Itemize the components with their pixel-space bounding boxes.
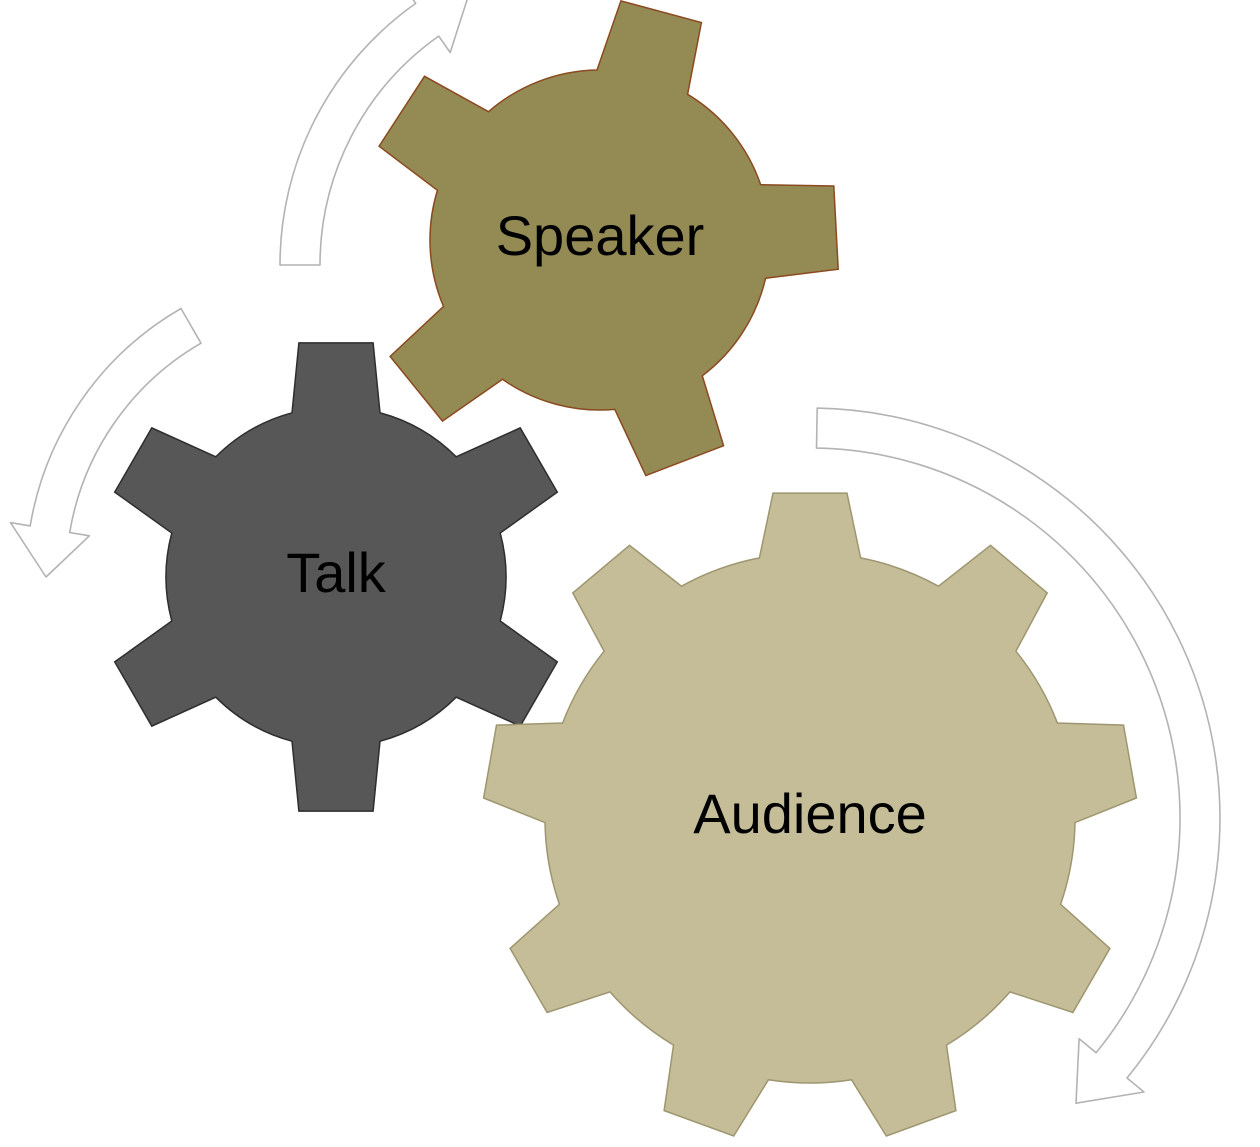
talk-label: Talk — [286, 541, 387, 604]
talk-gear — [113, 342, 559, 812]
speaker-label: Speaker — [496, 204, 705, 267]
arrow-speaker-to-audience — [815, 407, 1221, 1104]
audience-gear — [482, 492, 1138, 1137]
speaker-gear — [378, 0, 839, 477]
arrow-to-talk — [9, 307, 202, 578]
audience-label: Audience — [693, 782, 927, 845]
arrow-talk-to-speaker — [279, 0, 468, 266]
